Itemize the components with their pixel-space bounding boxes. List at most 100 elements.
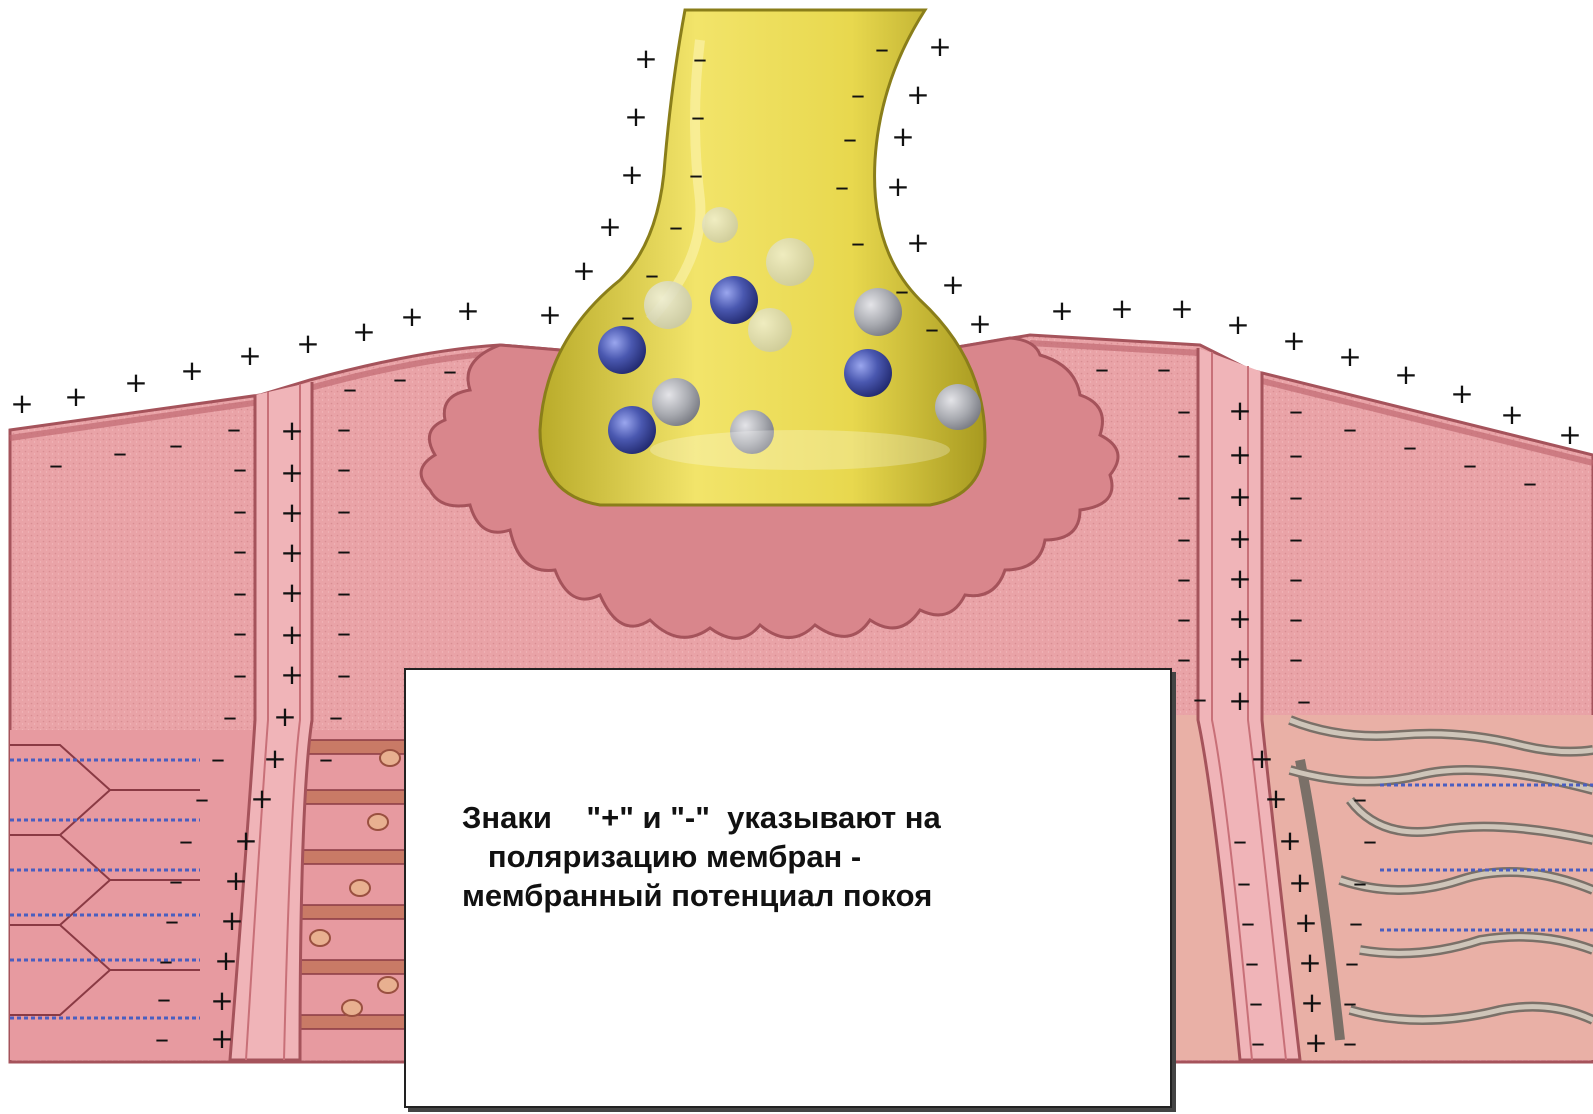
plus-sign: + <box>1264 782 1287 815</box>
plus-sign: + <box>1300 986 1323 1019</box>
minus-sign: – <box>329 700 343 733</box>
plus-sign: + <box>538 298 561 331</box>
minus-sign: – <box>1523 466 1537 499</box>
plus-sign: + <box>1226 308 1249 341</box>
minus-sign: – <box>157 982 171 1015</box>
minus-sign: – <box>1403 430 1417 463</box>
plus-sign: + <box>124 366 147 399</box>
minus-sign: – <box>337 452 351 485</box>
minus-sign: – <box>1251 1026 1265 1059</box>
plus-sign: + <box>891 120 914 153</box>
minus-sign: – <box>1463 448 1477 481</box>
plus-sign: + <box>1394 358 1417 391</box>
plus-sign: + <box>968 307 991 340</box>
minus-sign: – <box>689 158 703 191</box>
plus-sign: + <box>280 414 303 447</box>
minus-sign: – <box>1343 1026 1357 1059</box>
plus-sign: + <box>280 658 303 691</box>
minus-sign: – <box>1245 946 1259 979</box>
minus-sign: – <box>337 534 351 567</box>
plus-sign: + <box>224 864 247 897</box>
caption-line-2: поляризацию мембран - <box>462 837 1122 876</box>
minus-sign: – <box>1177 562 1191 595</box>
plus-sign: + <box>210 1022 233 1055</box>
plus-sign: + <box>1450 377 1473 410</box>
plus-sign: + <box>1338 340 1361 373</box>
minus-sign: – <box>1289 522 1303 555</box>
minus-sign: – <box>233 452 247 485</box>
plus-sign: + <box>180 354 203 387</box>
plus-sign: + <box>64 380 87 413</box>
caption-line-1: Знаки "+" и "-" указывают на <box>462 798 1122 837</box>
plus-sign: + <box>624 100 647 133</box>
plus-sign: + <box>1228 394 1251 427</box>
minus-sign: – <box>195 782 209 815</box>
plus-sign: + <box>10 387 33 420</box>
minus-sign: – <box>1343 412 1357 445</box>
plus-sign: + <box>214 944 237 977</box>
minus-sign: – <box>1289 394 1303 427</box>
minus-sign: – <box>851 78 865 111</box>
minus-sign: – <box>1157 352 1171 385</box>
minus-sign: – <box>645 258 659 291</box>
plus-sign: + <box>220 904 243 937</box>
minus-sign: – <box>337 616 351 649</box>
plus-sign: + <box>1228 642 1251 675</box>
plus-sign: + <box>1228 602 1251 635</box>
plus-sign: + <box>941 268 964 301</box>
minus-sign: – <box>113 436 127 469</box>
plus-sign: + <box>620 158 643 191</box>
plus-sign: + <box>1228 438 1251 471</box>
plus-sign: + <box>234 824 257 857</box>
minus-sign: – <box>343 372 357 405</box>
plus-sign: + <box>1228 522 1251 555</box>
minus-sign: – <box>169 428 183 461</box>
plus-sign: + <box>1298 946 1321 979</box>
minus-sign: – <box>1095 352 1109 385</box>
minus-sign: – <box>443 354 457 387</box>
caption-text: Знаки "+" и "-" указывают на поляризацию… <box>462 798 1122 915</box>
minus-sign: – <box>1289 480 1303 513</box>
minus-sign: – <box>337 494 351 527</box>
minus-sign: – <box>1177 438 1191 471</box>
minus-sign: – <box>233 576 247 609</box>
minus-sign: – <box>179 824 193 857</box>
plus-sign: + <box>1278 824 1301 857</box>
plus-sign: + <box>280 576 303 609</box>
minus-sign: – <box>1349 906 1363 939</box>
plus-sign: + <box>1228 684 1251 717</box>
minus-sign: – <box>669 210 683 243</box>
plus-sign: + <box>906 78 929 111</box>
minus-sign: – <box>1297 684 1311 717</box>
plus-sign: + <box>1110 292 1133 325</box>
minus-sign: – <box>227 412 241 445</box>
plus-sign: + <box>1304 1026 1327 1059</box>
minus-sign: – <box>233 658 247 691</box>
caption-line-3: мембранный потенциал покоя <box>462 876 1122 915</box>
plus-sign: + <box>1170 292 1193 325</box>
plus-sign: + <box>280 618 303 651</box>
minus-sign: – <box>1289 438 1303 471</box>
plus-sign: + <box>238 339 261 372</box>
minus-sign: – <box>337 658 351 691</box>
minus-sign: – <box>319 742 333 775</box>
plus-sign: + <box>1228 480 1251 513</box>
minus-sign: – <box>1233 824 1247 857</box>
plus-sign: + <box>1500 398 1523 431</box>
minus-sign: – <box>1177 602 1191 635</box>
plus-sign: + <box>1294 906 1317 939</box>
plus-sign: + <box>906 226 929 259</box>
minus-sign: – <box>875 32 889 65</box>
minus-sign: – <box>693 42 707 75</box>
minus-sign: – <box>155 1022 169 1055</box>
minus-sign: – <box>233 534 247 567</box>
minus-sign: – <box>49 448 63 481</box>
plus-sign: + <box>456 294 479 327</box>
minus-sign: – <box>1249 986 1263 1019</box>
minus-sign: – <box>621 300 635 333</box>
plus-sign: + <box>1250 742 1273 775</box>
plus-sign: + <box>634 42 657 75</box>
minus-sign: – <box>1289 602 1303 635</box>
minus-sign: – <box>223 700 237 733</box>
minus-sign: – <box>1345 946 1359 979</box>
